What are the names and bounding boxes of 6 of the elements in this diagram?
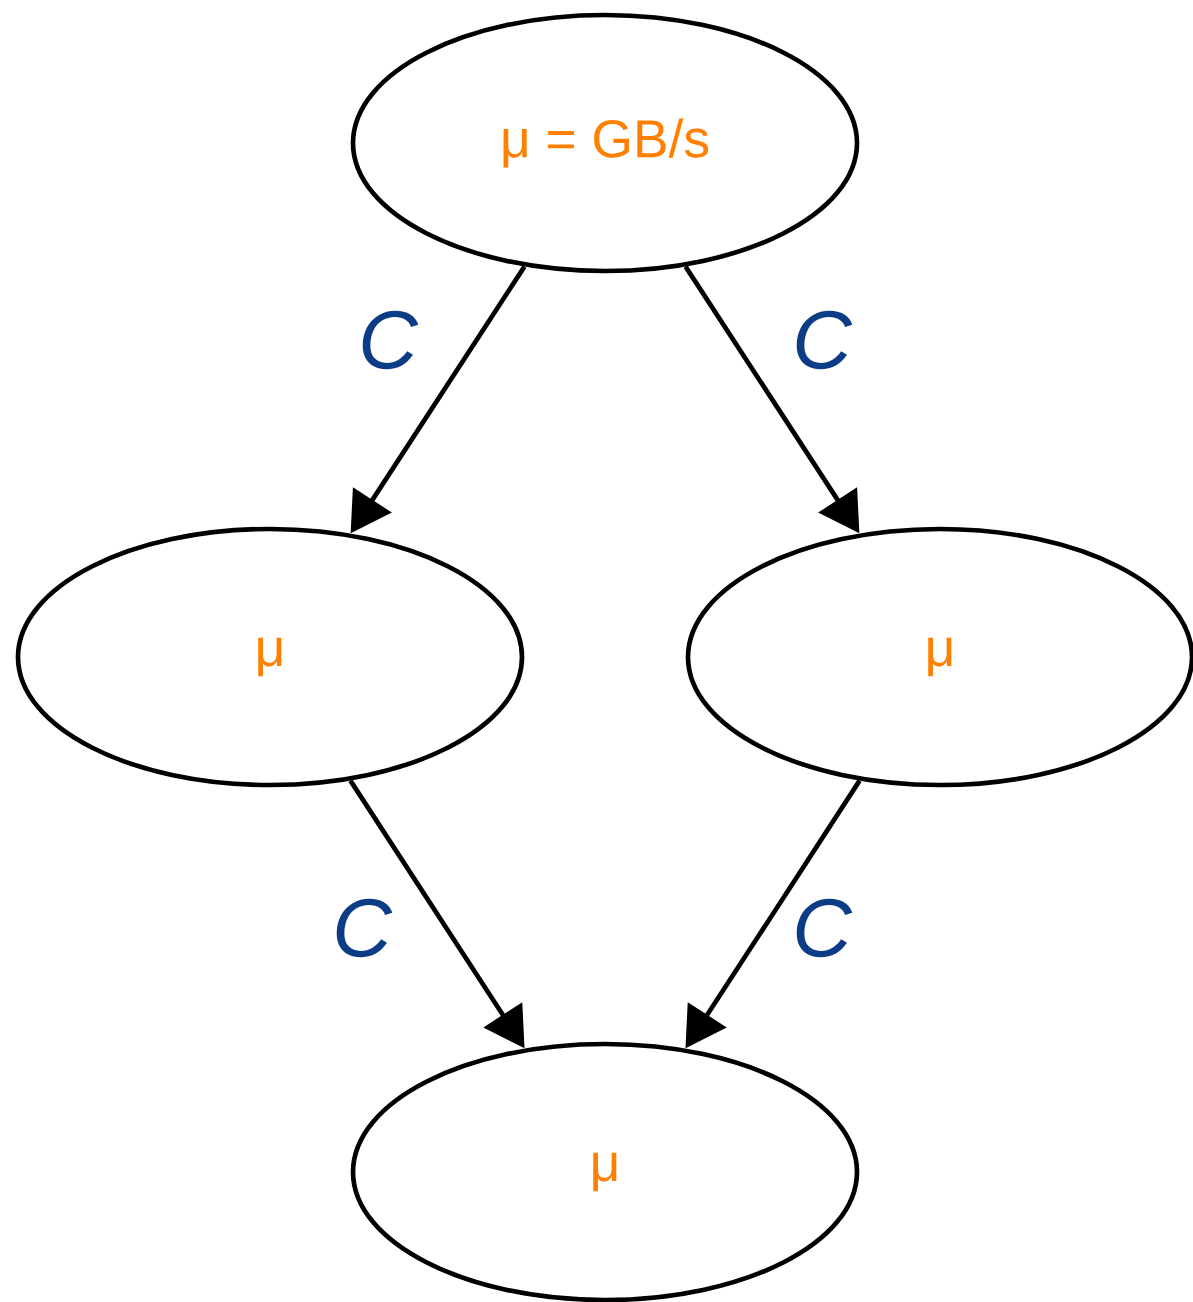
- edge-label: C: [336, 898, 393, 958]
- edge-label: C: [362, 310, 419, 370]
- edge-label: C: [796, 310, 853, 370]
- ellipse-node: μ = GB/s: [350, 12, 860, 274]
- edge-label: C: [796, 898, 853, 958]
- ellipse-node: μ: [15, 526, 525, 788]
